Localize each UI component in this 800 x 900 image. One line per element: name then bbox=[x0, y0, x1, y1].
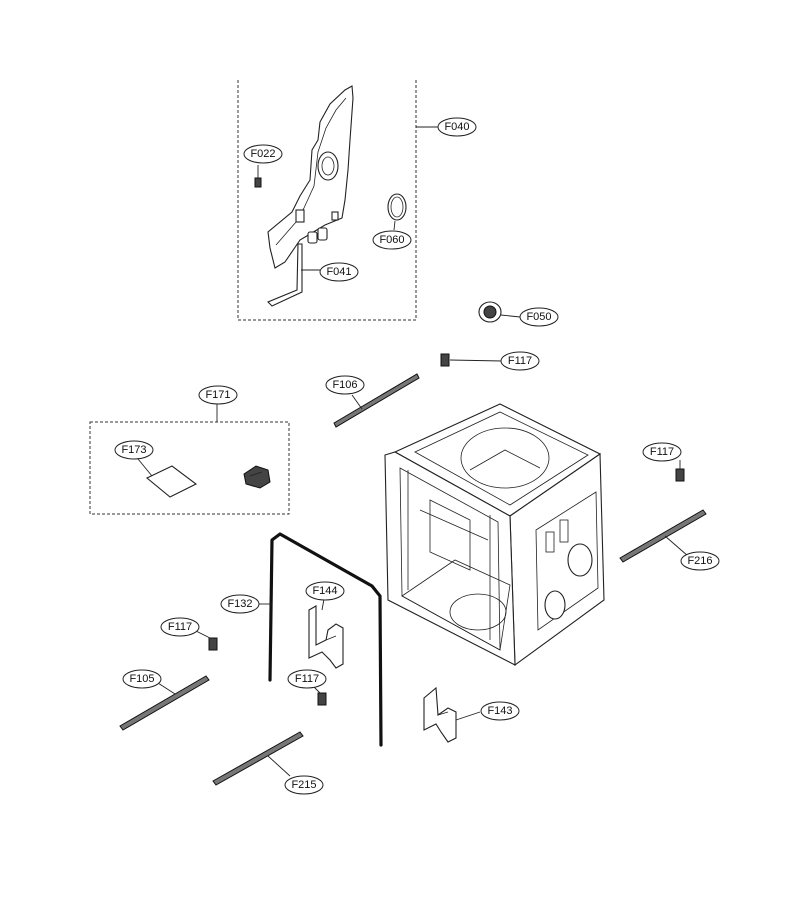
svg-text:F117: F117 bbox=[508, 355, 532, 367]
callout-f022: F022 bbox=[243, 144, 283, 164]
svg-text:F041: F041 bbox=[326, 266, 351, 278]
svg-text:F060: F060 bbox=[379, 234, 404, 246]
svg-text:F117: F117 bbox=[295, 673, 319, 685]
o-ring bbox=[387, 193, 407, 231]
svg-text:F022: F022 bbox=[250, 148, 275, 160]
callout-f216: F216 bbox=[680, 551, 720, 571]
rail-f106 bbox=[333, 373, 420, 428]
rail-f105 bbox=[119, 675, 210, 731]
screw-part bbox=[254, 165, 262, 188]
svg-text:F171: F171 bbox=[205, 389, 230, 401]
svg-text:F040: F040 bbox=[444, 121, 469, 133]
svg-text:F106: F106 bbox=[332, 379, 357, 391]
svg-text:F117: F117 bbox=[650, 446, 674, 458]
rail-f216 bbox=[619, 509, 707, 563]
callout-f132: F132 bbox=[220, 594, 260, 614]
callout-f117-right: F117 bbox=[642, 442, 682, 462]
hinge-f144 bbox=[308, 598, 344, 669]
svg-text:F216: F216 bbox=[687, 555, 712, 567]
callout-f117-center: F117 bbox=[287, 669, 327, 689]
callout-f041: F041 bbox=[319, 262, 359, 282]
instruction-card bbox=[137, 458, 198, 498]
callout-f144: F144 bbox=[305, 581, 345, 601]
callout-f060: F060 bbox=[372, 230, 412, 250]
callout-f117-left: F117 bbox=[160, 617, 200, 637]
small-bracket bbox=[243, 465, 271, 489]
group-box-f171 bbox=[89, 421, 290, 515]
svg-text:F215: F215 bbox=[291, 779, 316, 791]
svg-text:F050: F050 bbox=[526, 311, 551, 323]
svg-text:F132: F132 bbox=[227, 598, 252, 610]
callout-f173: F173 bbox=[114, 440, 154, 460]
feed-tube bbox=[267, 243, 320, 307]
callout-f143: F143 bbox=[480, 701, 520, 721]
callout-f117-top: F117 bbox=[500, 351, 540, 371]
clip-part-right bbox=[675, 460, 685, 482]
tub-body bbox=[384, 403, 605, 667]
svg-text:F105: F105 bbox=[129, 673, 154, 685]
group-bracket-f040 bbox=[237, 80, 417, 321]
nozzle-fittings bbox=[307, 227, 328, 244]
door-gasket bbox=[259, 532, 383, 747]
callout-f215: F215 bbox=[284, 775, 324, 795]
rail-f215 bbox=[212, 731, 304, 786]
hinge-f143 bbox=[423, 686, 481, 743]
clip-part-center bbox=[313, 686, 327, 706]
filter-disc bbox=[478, 301, 521, 323]
svg-text:F173: F173 bbox=[121, 444, 146, 456]
callout-f106: F106 bbox=[325, 375, 365, 395]
clip-part-top bbox=[440, 353, 503, 367]
svg-text:F117: F117 bbox=[168, 621, 192, 633]
callout-f105: F105 bbox=[122, 669, 162, 689]
callout-f050: F050 bbox=[519, 307, 559, 327]
svg-text:F143: F143 bbox=[487, 705, 512, 717]
callout-f171: F171 bbox=[198, 385, 238, 405]
wash-plate-assembly bbox=[267, 85, 354, 269]
callout-f040: F040 bbox=[437, 117, 477, 137]
svg-text:F144: F144 bbox=[312, 585, 337, 597]
clip-part-left bbox=[195, 630, 218, 651]
